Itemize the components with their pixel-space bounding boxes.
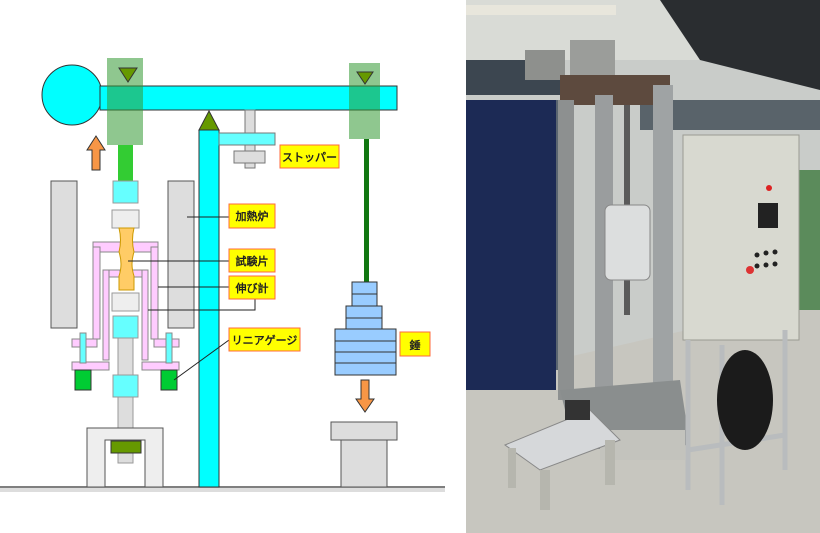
ground-hatch	[0, 488, 445, 492]
extensometer-arm-left-lower	[71, 361, 110, 371]
extensometer-leg-right-inner	[141, 269, 149, 361]
fulcrum-triangle-icon	[198, 109, 220, 131]
label-text: 伸び計	[235, 281, 269, 295]
extensometer-leg-left-outer	[92, 246, 101, 340]
stopper-tip	[244, 162, 256, 169]
label-furnace: 加熱炉	[228, 203, 276, 229]
up-arrow-icon	[86, 135, 106, 171]
weight-disc	[334, 351, 397, 364]
stopper-rod	[244, 109, 256, 153]
weight-disc	[345, 305, 383, 319]
label-linear-gauge: リニアゲージ	[228, 327, 301, 352]
weight-disc	[345, 317, 383, 330]
gauge-rod-right	[165, 332, 173, 364]
label-weight: 錘	[399, 331, 431, 357]
weight-disc	[334, 328, 397, 342]
base-anchor	[110, 440, 142, 454]
extensometer-leg-left-inner	[102, 269, 110, 361]
weight-disc	[351, 293, 378, 307]
stopper-plate	[218, 132, 276, 146]
weight-disc	[334, 340, 397, 353]
upper-grip	[111, 209, 140, 229]
left-knife-edge-icon	[118, 67, 138, 83]
fulcrum-column	[198, 129, 220, 488]
furnace-right-wall	[167, 180, 195, 329]
upper-coupling	[112, 180, 139, 204]
label-text: 錘	[410, 338, 421, 352]
label-stopper: ストッパー	[279, 144, 340, 169]
leader-lines	[128, 216, 256, 381]
right-knife-edge-icon	[356, 71, 374, 85]
weight-disc	[351, 281, 378, 295]
upper-pull-rod	[118, 145, 133, 185]
lower-grip	[111, 292, 140, 312]
bottom-coupling	[112, 374, 139, 398]
gauge-rod-left	[79, 332, 87, 364]
weight-disc	[334, 362, 397, 376]
counterweight-circle	[41, 64, 103, 126]
label-specimen: 試験片	[228, 248, 276, 273]
label-text: リニアゲージ	[232, 333, 298, 347]
furnace-left-wall	[50, 180, 78, 329]
machine-base	[86, 427, 164, 488]
label-text: 加熱炉	[235, 209, 269, 223]
label-extensometer: 伸び計	[228, 275, 276, 300]
extensometer-arm-right-lower	[141, 361, 180, 371]
lower-coupling	[112, 315, 139, 339]
label-text: 試験片	[236, 254, 269, 268]
specimen	[118, 227, 135, 291]
weight-hanger-rod	[364, 139, 369, 283]
down-arrow-icon	[355, 379, 375, 413]
stopper-block	[233, 150, 266, 164]
label-text: ストッパー	[282, 151, 337, 164]
anvil-top	[330, 421, 398, 441]
linear-gauge-left	[74, 369, 92, 391]
linear-gauge-right	[160, 369, 178, 391]
anvil-base	[340, 439, 388, 488]
